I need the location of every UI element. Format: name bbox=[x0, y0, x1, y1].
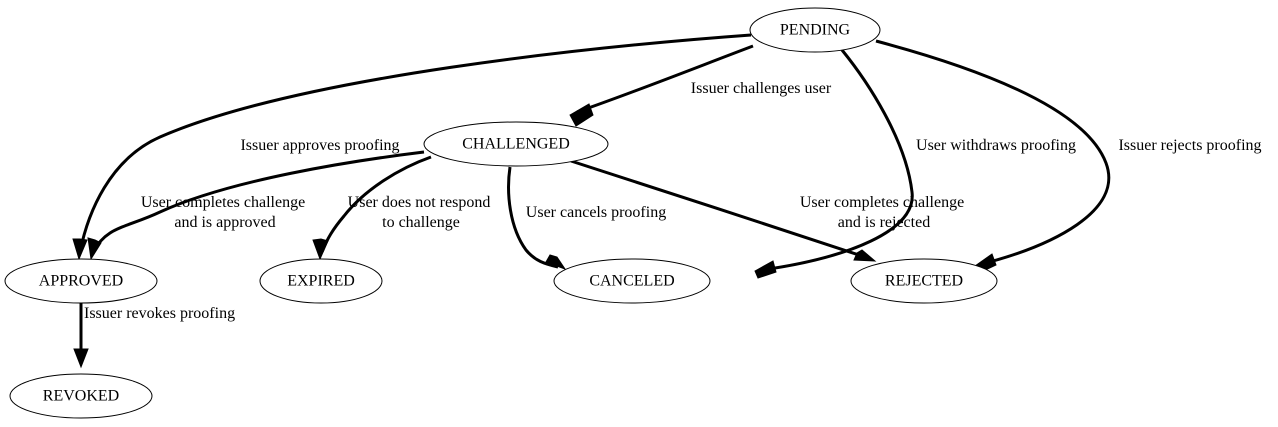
arrowhead-icon bbox=[72, 238, 88, 261]
arrowhead-icon bbox=[853, 249, 877, 262]
node-label: EXPIRED bbox=[287, 273, 355, 290]
edge-path bbox=[320, 155, 432, 253]
edge-label: User withdraws proofing bbox=[916, 137, 1076, 154]
edge-path bbox=[570, 159, 869, 260]
arrowhead-icon bbox=[73, 348, 89, 369]
edge-pending-to-rejected[interactable]: Issuer rejects proofing bbox=[875, 39, 1262, 274]
node-label: REJECTED bbox=[885, 273, 963, 290]
arrowhead-icon bbox=[754, 260, 777, 279]
node-shape bbox=[259, 258, 383, 304]
edge-path bbox=[761, 49, 914, 272]
edge-label: User completes challenge and is rejected bbox=[800, 194, 968, 231]
edge-challenged-to-canceled[interactable]: User cancels proofing bbox=[507, 166, 667, 270]
edge-challenged-to-expired[interactable]: User does not respond to challenge bbox=[312, 155, 495, 261]
node-shape bbox=[553, 258, 711, 304]
node-approved[interactable]: APPROVED bbox=[4, 258, 158, 304]
node-shape bbox=[423, 121, 609, 167]
edge-pending-to-approved[interactable]: Issuer approves proofing bbox=[72, 33, 752, 261]
edge-label: User does not respond to challenge bbox=[348, 194, 495, 231]
edge-pending-to-canceled[interactable]: User withdraws proofing bbox=[754, 49, 1076, 279]
edge-label: User cancels proofing bbox=[526, 204, 666, 221]
edge-label: Issuer revokes proofing bbox=[84, 305, 235, 322]
node-rejected[interactable]: REJECTED bbox=[850, 258, 998, 304]
node-label: PENDING bbox=[780, 22, 851, 39]
node-revoked[interactable]: REVOKED bbox=[9, 373, 153, 419]
edge-path bbox=[91, 150, 425, 253]
edge-label: Issuer approves proofing bbox=[240, 137, 399, 154]
node-shape bbox=[749, 7, 881, 53]
edge-path bbox=[78, 33, 752, 253]
node-label: APPROVED bbox=[39, 273, 123, 290]
arrowhead-icon bbox=[87, 237, 102, 261]
node-pending[interactable]: PENDING bbox=[749, 7, 881, 53]
edge-challenged-to-approved[interactable]: User completes challenge and is approved bbox=[87, 150, 425, 261]
node-label: CHALLENGED bbox=[462, 136, 570, 153]
edge-pending-to-challenged[interactable]: Issuer challenges user bbox=[569, 44, 832, 127]
node-challenged[interactable]: CHALLENGED bbox=[423, 121, 609, 167]
arrowhead-icon bbox=[312, 238, 329, 261]
node-expired[interactable]: EXPIRED bbox=[259, 258, 383, 304]
edge-label: Issuer rejects proofing bbox=[1118, 137, 1261, 154]
arrowhead-icon bbox=[569, 103, 594, 127]
edge-path bbox=[875, 39, 1111, 266]
node-shape bbox=[4, 258, 158, 304]
edge-label: Issuer challenges user bbox=[691, 80, 832, 97]
edge-challenged-to-rejected[interactable]: User completes challenge and is rejected bbox=[570, 159, 968, 262]
edge-label: User completes challenge and is approved bbox=[141, 194, 309, 231]
node-shape bbox=[850, 258, 998, 304]
node-label: CANCELED bbox=[589, 273, 674, 290]
edge-approved-to-revoked[interactable]: Issuer revokes proofing bbox=[73, 303, 235, 369]
edge-path bbox=[576, 44, 754, 114]
node-canceled[interactable]: CANCELED bbox=[553, 258, 711, 304]
node-label: REVOKED bbox=[43, 388, 119, 405]
arrowhead-icon bbox=[545, 254, 567, 270]
node-shape bbox=[9, 373, 153, 419]
edge-path bbox=[507, 166, 559, 269]
